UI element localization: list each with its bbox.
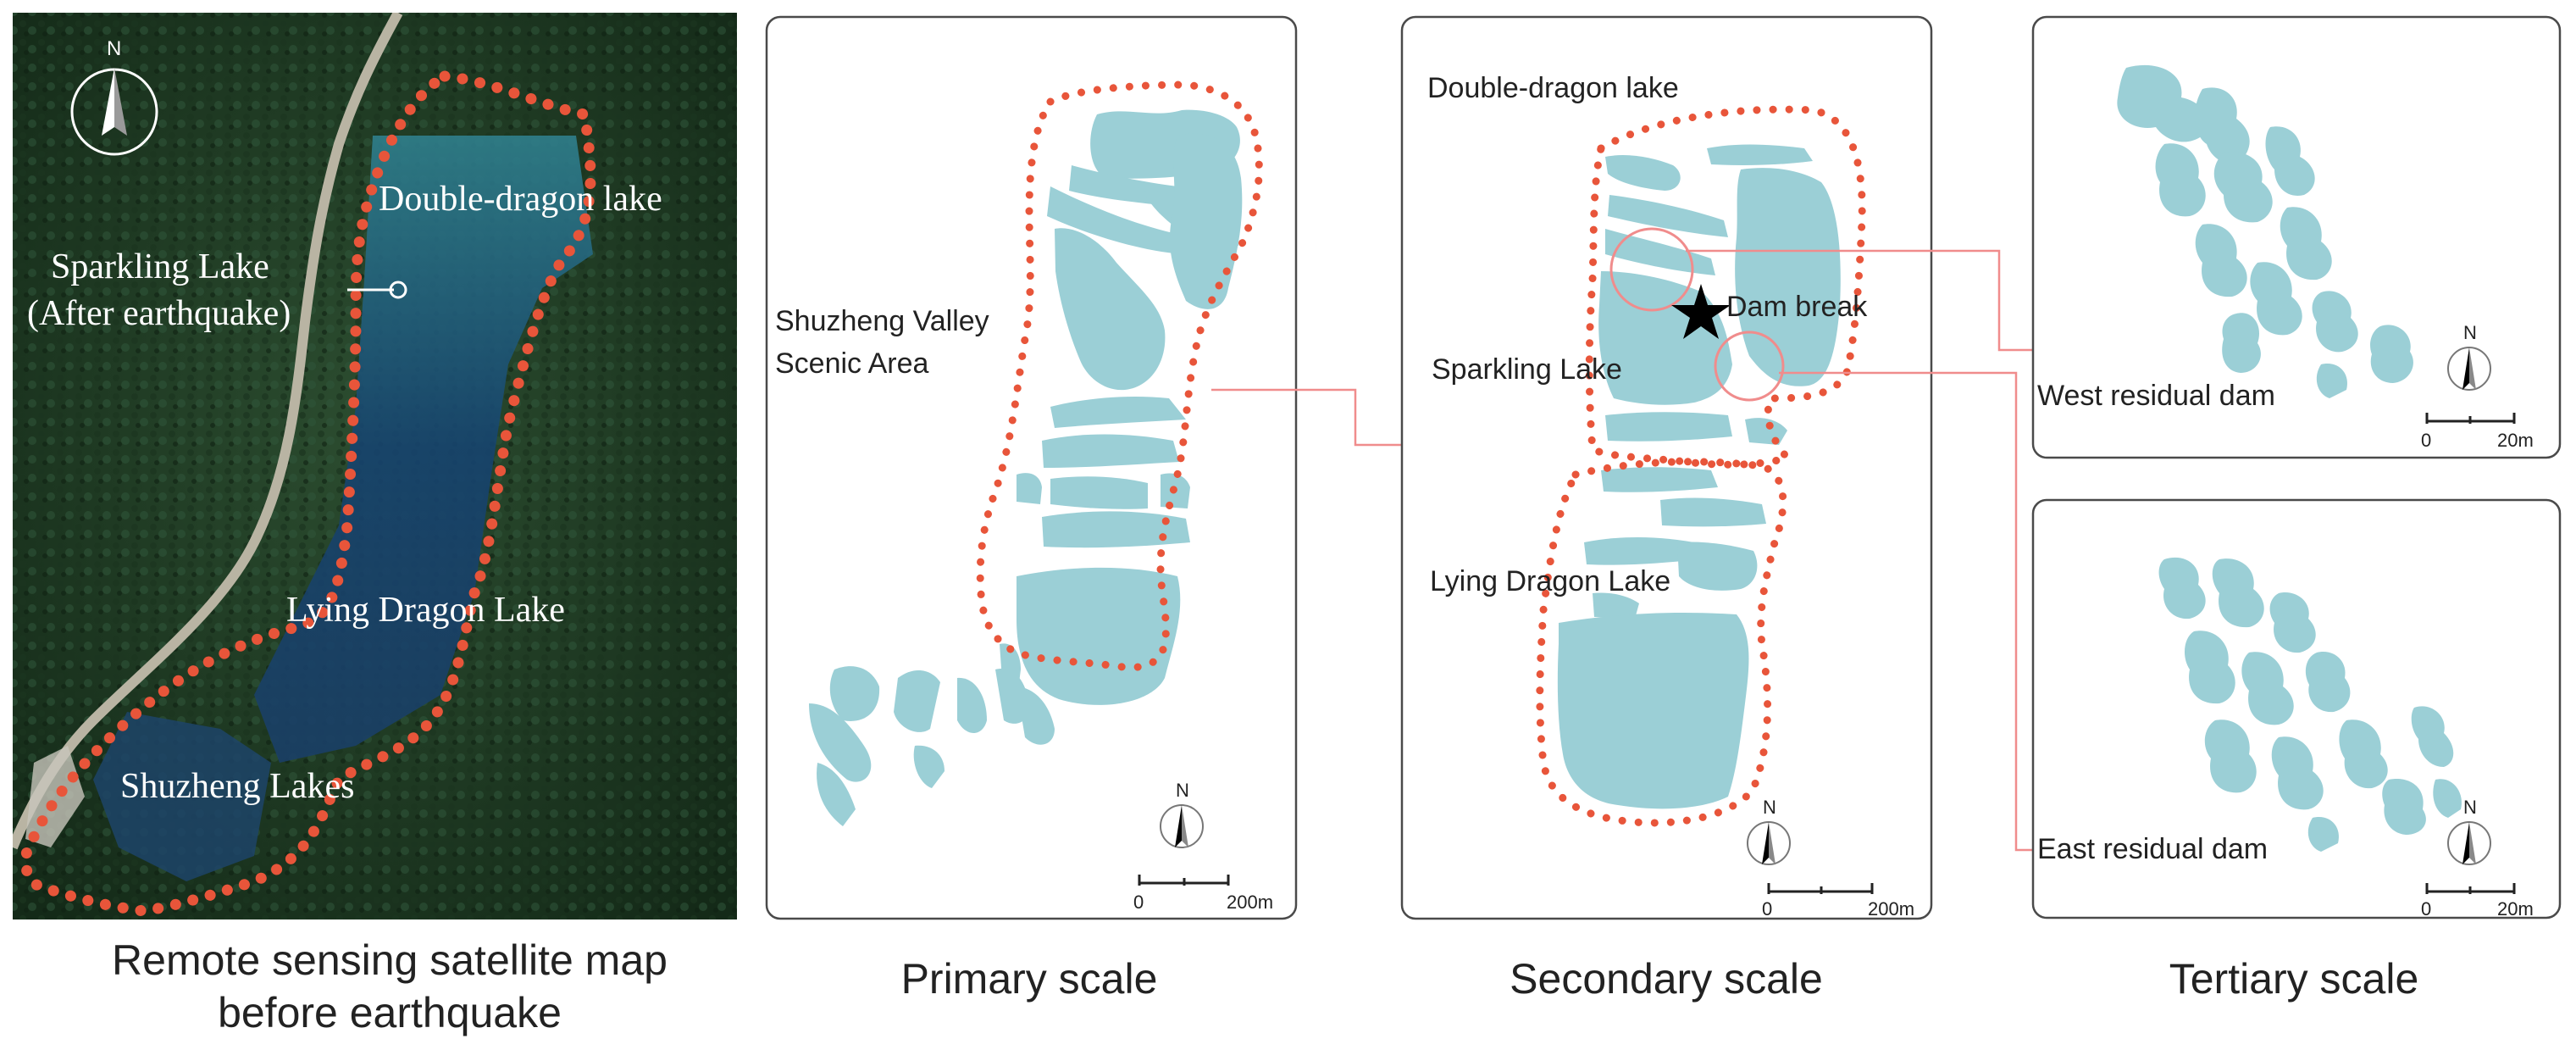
primary-caption: Primary scale: [901, 955, 1158, 1003]
label-sparkling-lake: Sparkling Lake: [51, 247, 269, 286]
label-after-earthquake: (After earthquake): [27, 294, 291, 333]
road: [13, 13, 403, 850]
secondary-caption: Secondary scale: [1510, 955, 1823, 1003]
primary-scale-start: 0: [1133, 892, 1144, 913]
satellite-map-panel: [13, 13, 737, 919]
east-dam-marker: [1714, 331, 1785, 402]
label-dam-break: Dam break: [1726, 291, 1868, 323]
label-secondary-sparkling: Sparkling Lake: [1432, 353, 1622, 386]
primary-area-outline: [976, 81, 1263, 671]
secondary-scale-bar: [1767, 883, 1874, 894]
east-scale-bar: [2425, 883, 2516, 894]
satellite-north-label: N: [107, 37, 121, 60]
west-dam-leader: [1686, 249, 2050, 352]
east-dam-shapes: [2158, 557, 2462, 852]
dam-break-star-icon: [1671, 284, 1731, 339]
secondary-north-label: N: [1763, 797, 1776, 818]
label-east-residual-dam: East residual dam: [2037, 833, 2268, 865]
west-scale-bar: [2425, 413, 2516, 424]
primary-scale-bar: [1138, 875, 1230, 886]
satellite-north-arrow-icon: [70, 68, 158, 156]
west-scale-end: 20m: [2497, 430, 2534, 451]
study-area-outline: [19, 70, 596, 917]
east-scale-start: 0: [2421, 898, 2431, 919]
sparkling-marker: [389, 281, 407, 299]
primary-north-arrow-icon: [1160, 804, 1204, 848]
label-west-residual-dam: West residual dam: [2037, 380, 2275, 412]
label-secondary-lying-dragon: Lying Dragon Lake: [1430, 565, 1670, 597]
secondary-upper-outline: [1585, 105, 1866, 469]
primary-lakes: [809, 109, 1243, 826]
west-dam-shapes: [2117, 64, 2413, 398]
label-secondary-double-dragon: Double-dragon lake: [1427, 72, 1679, 104]
label-lying-dragon-lake: Lying Dragon Lake: [286, 591, 565, 630]
secondary-scale-start: 0: [1762, 898, 1772, 919]
west-north-label: N: [2463, 322, 2477, 343]
label-scenic-area: Scenic Area: [775, 347, 929, 380]
satellite-caption-line2: before earthquake: [218, 989, 562, 1036]
label-shuzheng-lakes: Shuzheng Lakes: [120, 767, 354, 806]
satellite-caption-line1: Remote sensing satellite map: [112, 936, 668, 984]
west-dam-marker: [1609, 227, 1694, 312]
east-north-label: N: [2463, 797, 2477, 818]
primary-north-label: N: [1176, 780, 1189, 801]
tertiary-east-panel: [2031, 498, 2562, 919]
secondary-scale-end: 200m: [1868, 898, 1914, 919]
east-north-arrow-icon: [2447, 821, 2491, 865]
label-shuzheng-valley: Shuzheng Valley: [775, 305, 989, 337]
primary-to-secondary-leader: [1211, 388, 1402, 447]
tertiary-caption: Tertiary scale: [2169, 955, 2419, 1003]
west-north-arrow-icon: [2447, 347, 2491, 391]
secondary-lower-outline: [1536, 458, 1787, 827]
shuzheng-water: [93, 712, 271, 881]
lake-water: [254, 136, 593, 763]
label-double-dragon-lake: Double-dragon lake: [379, 180, 662, 219]
primary-scale-end: 200m: [1227, 892, 1273, 913]
secondary-north-arrow-icon: [1747, 821, 1791, 865]
east-scale-end: 20m: [2497, 898, 2534, 919]
west-scale-start: 0: [2421, 430, 2431, 451]
